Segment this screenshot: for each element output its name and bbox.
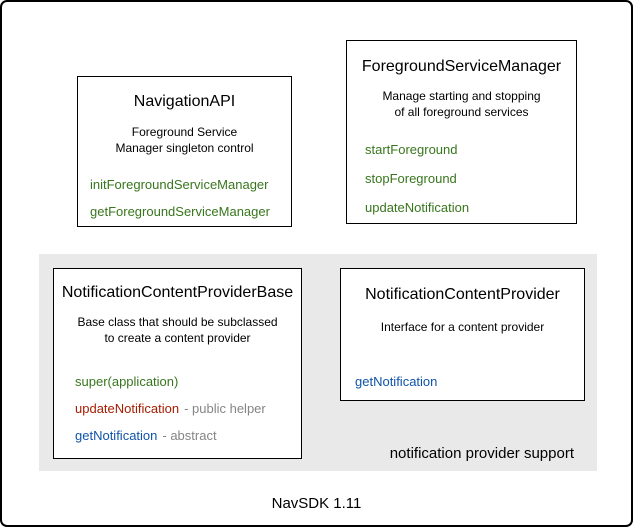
method-name: getNotification: [75, 428, 158, 443]
notification-content-provider-base-methods: super(application) updateNotification - p…: [54, 374, 301, 443]
method-stop-foreground: stopForeground: [365, 171, 457, 186]
navigation-api-methods: initForegroundServiceManager getForegrou…: [78, 177, 291, 219]
foreground-service-manager-description: Manage starting and stopping of all fore…: [347, 89, 576, 120]
method-init-foreground-service-manager: initForegroundServiceManager: [90, 177, 269, 192]
method-update-notification: updateNotification: [365, 200, 470, 215]
method-annotation: - abstract: [162, 428, 217, 443]
notification-content-provider-description: Interface for a content provider: [341, 320, 584, 336]
description-line: Interface for a content provider: [380, 320, 545, 334]
notification-content-provider-base-box: NotificationContentProviderBase Base cla…: [53, 268, 302, 459]
foreground-service-manager-box: ForegroundServiceManager Manage starting…: [346, 40, 577, 224]
notification-content-provider-base-description: Base class that should be subclassed to …: [54, 315, 301, 346]
method-name: super(application): [75, 374, 179, 389]
description-line: Foreground Service: [131, 125, 238, 139]
notification-provider-support-panel: NotificationContentProviderBase Base cla…: [39, 254, 597, 471]
foreground-service-manager-methods: startForeground stopForeground updateNot…: [347, 142, 576, 215]
navigation-api-description: Foreground Service Manager singleton con…: [78, 125, 291, 156]
panel-label: notification provider support: [389, 445, 574, 462]
method-super-application: super(application): [75, 374, 301, 389]
navigation-api-title: NavigationAPI: [133, 93, 236, 110]
method-name: updateNotification: [75, 401, 180, 416]
notification-content-provider-title: NotificationContentProvider: [365, 286, 560, 303]
notification-content-provider-methods: getNotification: [341, 374, 584, 389]
description-line: Manage starting and stopping: [382, 89, 541, 103]
method-annotation: - public helper: [184, 401, 266, 416]
description-line: Base class that should be subclassed: [77, 315, 278, 329]
diagram-caption: NavSDK 1.11: [271, 495, 362, 512]
notification-content-provider-base-title: NotificationContentProviderBase: [61, 284, 294, 301]
foreground-service-manager-title: ForegroundServiceManager: [361, 58, 562, 75]
method-start-foreground: startForeground: [365, 142, 458, 157]
navigation-api-box: NavigationAPI Foreground Service Manager…: [77, 76, 292, 227]
method-get-notification: getNotification: [355, 373, 438, 389]
description-line: of all foreground services: [394, 104, 529, 119]
method-get-foreground-service-manager: getForegroundServiceManager: [90, 204, 270, 219]
description-line: to create a content provider: [104, 330, 251, 345]
method-update-notification: updateNotification - public helper: [75, 401, 301, 416]
notification-content-provider-box: NotificationContentProvider Interface fo…: [340, 268, 585, 401]
description-line: Manager singleton control: [115, 140, 254, 155]
method-get-notification: getNotification - abstract: [75, 428, 301, 443]
